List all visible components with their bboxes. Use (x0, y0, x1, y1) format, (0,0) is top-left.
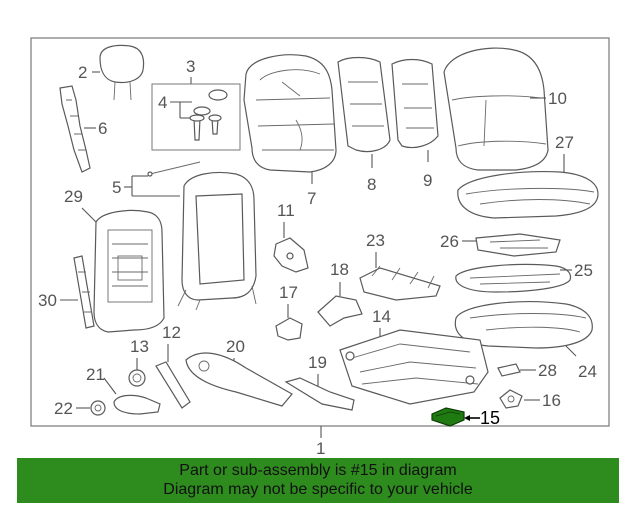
bracket-18-part[interactable] (317, 295, 363, 327)
clip-16-part[interactable] (499, 389, 523, 409)
washer-22-part[interactable] (90, 400, 106, 416)
guide-kit-box (151, 83, 241, 151)
callout-7[interactable]: 7 (307, 189, 316, 208)
callout-3[interactable]: 3 (186, 57, 195, 76)
callout-10[interactable]: 10 (548, 89, 567, 108)
notice-banner: Part or sub-assembly is #15 in diagram D… (17, 458, 619, 503)
seat-back-panel-part[interactable] (243, 54, 337, 173)
side-bracket-part[interactable] (59, 85, 91, 173)
callout-26[interactable]: 26 (440, 232, 459, 251)
side-shield-part[interactable] (185, 352, 293, 407)
callout-5[interactable]: 5 (112, 178, 121, 197)
headrest-part[interactable] (99, 44, 145, 101)
pad-26-part[interactable] (475, 233, 561, 257)
callout-21[interactable]: 21 (86, 365, 105, 384)
callout-13[interactable]: 13 (130, 337, 149, 356)
callout-15[interactable]: 15 (480, 408, 500, 428)
lever-21-part[interactable] (113, 394, 161, 415)
part-28[interactable] (497, 363, 521, 377)
track-cover-12-part[interactable] (155, 361, 191, 409)
callout-6[interactable]: 6 (98, 119, 107, 138)
callout-29[interactable]: 29 (64, 187, 83, 206)
callout-1[interactable]: 1 (316, 439, 325, 458)
notice-line-part: Part or sub-assembly is #15 in diagram (179, 462, 457, 479)
callout-22[interactable]: 22 (54, 399, 73, 418)
bracket-17-part[interactable] (275, 317, 303, 341)
callout-23[interactable]: 23 (366, 231, 385, 250)
callout-27[interactable]: 27 (555, 133, 574, 152)
notice-line-disclaimer: Diagram may not be specific to your vehi… (163, 481, 473, 498)
callout-20[interactable]: 20 (226, 337, 245, 356)
callout-24[interactable]: 24 (578, 362, 597, 381)
cushion-pad-25-part[interactable] (455, 263, 572, 293)
callout-9[interactable]: 9 (423, 171, 432, 190)
callout-30[interactable]: 30 (38, 291, 57, 310)
callout-18[interactable]: 18 (330, 260, 349, 279)
callout-19[interactable]: 19 (308, 353, 327, 372)
callout-12[interactable]: 12 (162, 323, 181, 342)
side-trim-19-part[interactable] (284, 377, 355, 411)
callout-14[interactable]: 14 (372, 307, 391, 326)
cushion-cover-part[interactable] (457, 171, 599, 219)
highlighted-part-15[interactable] (431, 407, 465, 427)
back-trim-panel-part[interactable] (93, 209, 165, 333)
callout-28[interactable]: 28 (538, 361, 557, 380)
back-pad-2-part[interactable] (391, 58, 439, 149)
callout-11[interactable]: 11 (277, 201, 295, 220)
callout-4[interactable]: 4 (158, 93, 167, 112)
seat-cushion-frame-part[interactable] (339, 329, 489, 405)
callout-8[interactable]: 8 (367, 175, 376, 194)
recliner-bracket-part[interactable] (273, 237, 309, 273)
headrest-guide-part[interactable] (189, 89, 228, 141)
spring-rail-part[interactable] (359, 265, 441, 301)
callout-25[interactable]: 25 (574, 261, 593, 280)
knob-13-part[interactable] (128, 369, 146, 387)
frame-wire-part[interactable] (147, 161, 201, 177)
seat-back-frame[interactable] (177, 171, 257, 311)
callout-17[interactable]: 17 (279, 283, 298, 302)
back-cover-part[interactable] (443, 47, 549, 171)
back-pad-part[interactable] (337, 56, 391, 153)
callout-2[interactable]: 2 (78, 63, 87, 82)
trim-strip-part[interactable] (73, 255, 95, 329)
callout-16[interactable]: 16 (542, 391, 561, 410)
